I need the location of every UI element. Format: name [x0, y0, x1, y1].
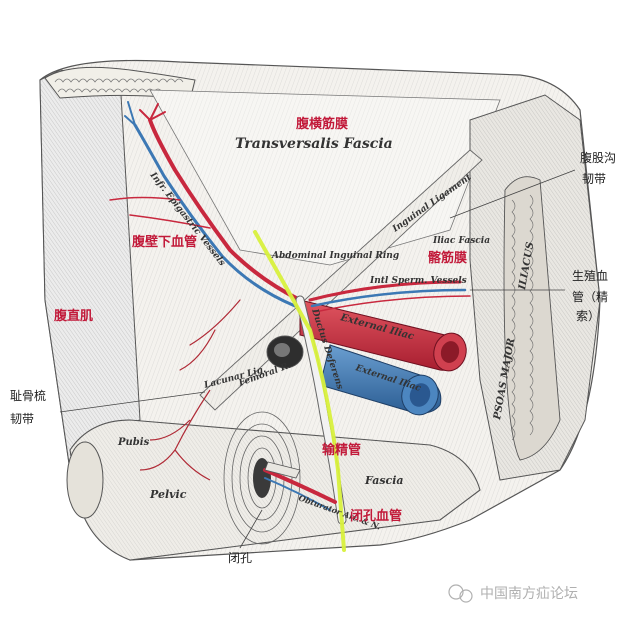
latin-abdominal-ring: Abdominal Inguinal Ring: [271, 251, 399, 261]
ductus-deferens: [295, 295, 347, 525]
latin-iliac-fascia: Iliac Fascia: [432, 236, 490, 246]
femoral-ring: [266, 335, 304, 369]
black-labels: 腹股沟 韧带 生殖血 管（精 索） 耻骨梳 韧带 闭孔: [10, 151, 616, 565]
label-spermatic-2: 管（精: [572, 289, 608, 304]
label-pectineal-2: 韧带: [10, 412, 34, 426]
label-inguinal-ligament-2: 韧带: [582, 172, 606, 186]
latin-pubis: Pubis: [117, 437, 150, 448]
pubic-branch-vessels: [139, 389, 211, 481]
label-inf-epigastric-vessels: 腹壁下血管: [132, 234, 197, 250]
label-obturator-foramen: 闭孔: [228, 551, 252, 565]
external-iliac-artery: [299, 299, 467, 372]
label-obturator-vessels: 闭孔血管: [350, 508, 402, 524]
pubis-bone: [66, 411, 481, 561]
obturator-vessels: [263, 461, 337, 511]
label-spermatic-1: 生殖血: [572, 268, 608, 283]
watermark-text: 中国南方疝论坛: [480, 586, 578, 602]
latin-int-sperm-vessels: Intl Sperm. Vessels: [369, 276, 467, 286]
highlight-line: [253, 230, 346, 552]
iliacus-psoas: [469, 94, 601, 481]
external-iliac-vein: [319, 344, 442, 416]
spermatic-vessels: [308, 280, 471, 313]
label-inguinal-ligament-1: 腹股沟: [580, 151, 616, 165]
label-iliac-fascia: 髂筋膜: [428, 250, 467, 266]
label-pectineal-1: 耻骨梳: [10, 388, 46, 403]
leader-lines: [59, 169, 576, 549]
label-vas-deferens: 输精管: [322, 442, 361, 458]
label-spermatic-3: 索）: [576, 309, 600, 323]
red-labels: 腹横筋膜 腹壁下血管 腹直肌 髂筋膜 输精管 闭孔血管: [54, 116, 467, 524]
latin-fascia: Fascia: [364, 474, 404, 487]
watermark: 中国南方疝论坛: [448, 584, 578, 603]
latin-pelvic: Pelvic: [149, 488, 187, 501]
label-rectus: 腹直肌: [54, 308, 93, 324]
latin-transversalis-fascia: Transversalis Fascia: [235, 136, 393, 152]
inferior-epigastric-vessels: [109, 101, 302, 371]
label-transversalis-fascia: 腹横筋膜: [296, 116, 348, 132]
